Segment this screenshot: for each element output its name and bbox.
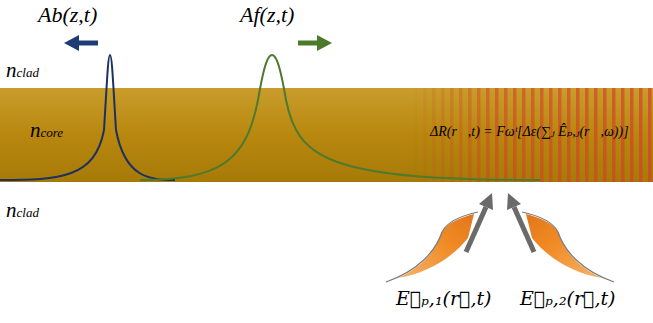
pump-arrowhead (507, 193, 521, 210)
cladding-index: nclad (6, 198, 39, 223)
equation: ΔR(r⃗,t) = Fωᵗ[Δε(∑ⱼ Êₚ,ⱼ(r⃗,ω))] (430, 124, 629, 141)
backward-arrowhead (64, 35, 79, 51)
pump-arrowhead (479, 193, 493, 210)
pulse-label: Ab(z,t) (38, 2, 97, 28)
forward-arrow (298, 41, 320, 46)
pulse-label: Af(z,t) (240, 2, 294, 28)
pump-outline (522, 212, 614, 282)
core-band-fill (0, 88, 653, 182)
pump-outline (386, 212, 478, 282)
index-grating (410, 88, 653, 182)
pump-field-label: E⃗ₚ,₁(r⃗,t) (396, 287, 492, 310)
core-band: ncore ΔR(r⃗,t) = Fωᵗ[Δε(∑ⱼ Êₚ,ⱼ(r⃗,ω))] (0, 88, 653, 182)
core-index: ncore (30, 118, 63, 143)
backward-pulse (0, 55, 175, 180)
backward-arrow (76, 41, 98, 46)
pump-arrow (466, 207, 486, 252)
forward-arrowhead (317, 35, 332, 51)
pump-arrow (514, 207, 534, 252)
cladding-index: nclad (6, 58, 39, 83)
pump-field-label: E⃗ₚ,₂(r⃗,t) (520, 287, 616, 310)
forward-pulse (140, 55, 540, 180)
